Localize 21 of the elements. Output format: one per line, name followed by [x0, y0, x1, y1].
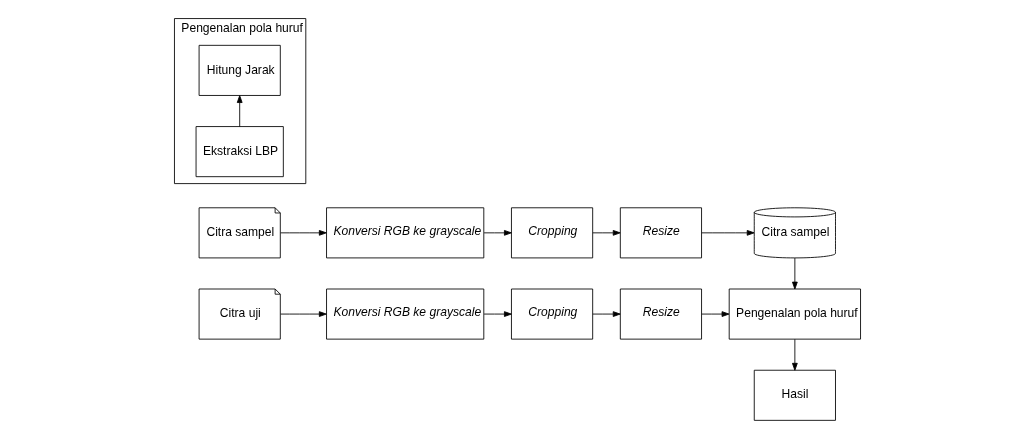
node-box: Cropping	[511, 288, 594, 340]
arrow	[592, 311, 621, 317]
node-box: Konversi RGB ke grayscale	[326, 207, 485, 259]
node-box: Hitung Jarak	[198, 44, 281, 96]
arrow	[236, 95, 243, 127]
node-box: Hasil	[753, 369, 836, 421]
node-box: Ekstraksi LBP	[195, 126, 284, 178]
arrow	[792, 338, 798, 371]
arrow	[701, 230, 755, 236]
node-box: Resize	[619, 288, 702, 340]
node-box: Resize	[619, 207, 702, 259]
node-box: Cropping	[511, 207, 594, 259]
arrow	[483, 230, 512, 236]
arrow	[701, 311, 730, 317]
node-box: Pengenalan pola huruf	[728, 288, 861, 340]
arrow	[483, 311, 512, 317]
arrow	[592, 230, 621, 236]
arrow	[280, 311, 327, 317]
node-box: Konversi RGB ke grayscale	[326, 288, 485, 340]
arrow	[280, 230, 327, 236]
arrow	[792, 257, 798, 290]
